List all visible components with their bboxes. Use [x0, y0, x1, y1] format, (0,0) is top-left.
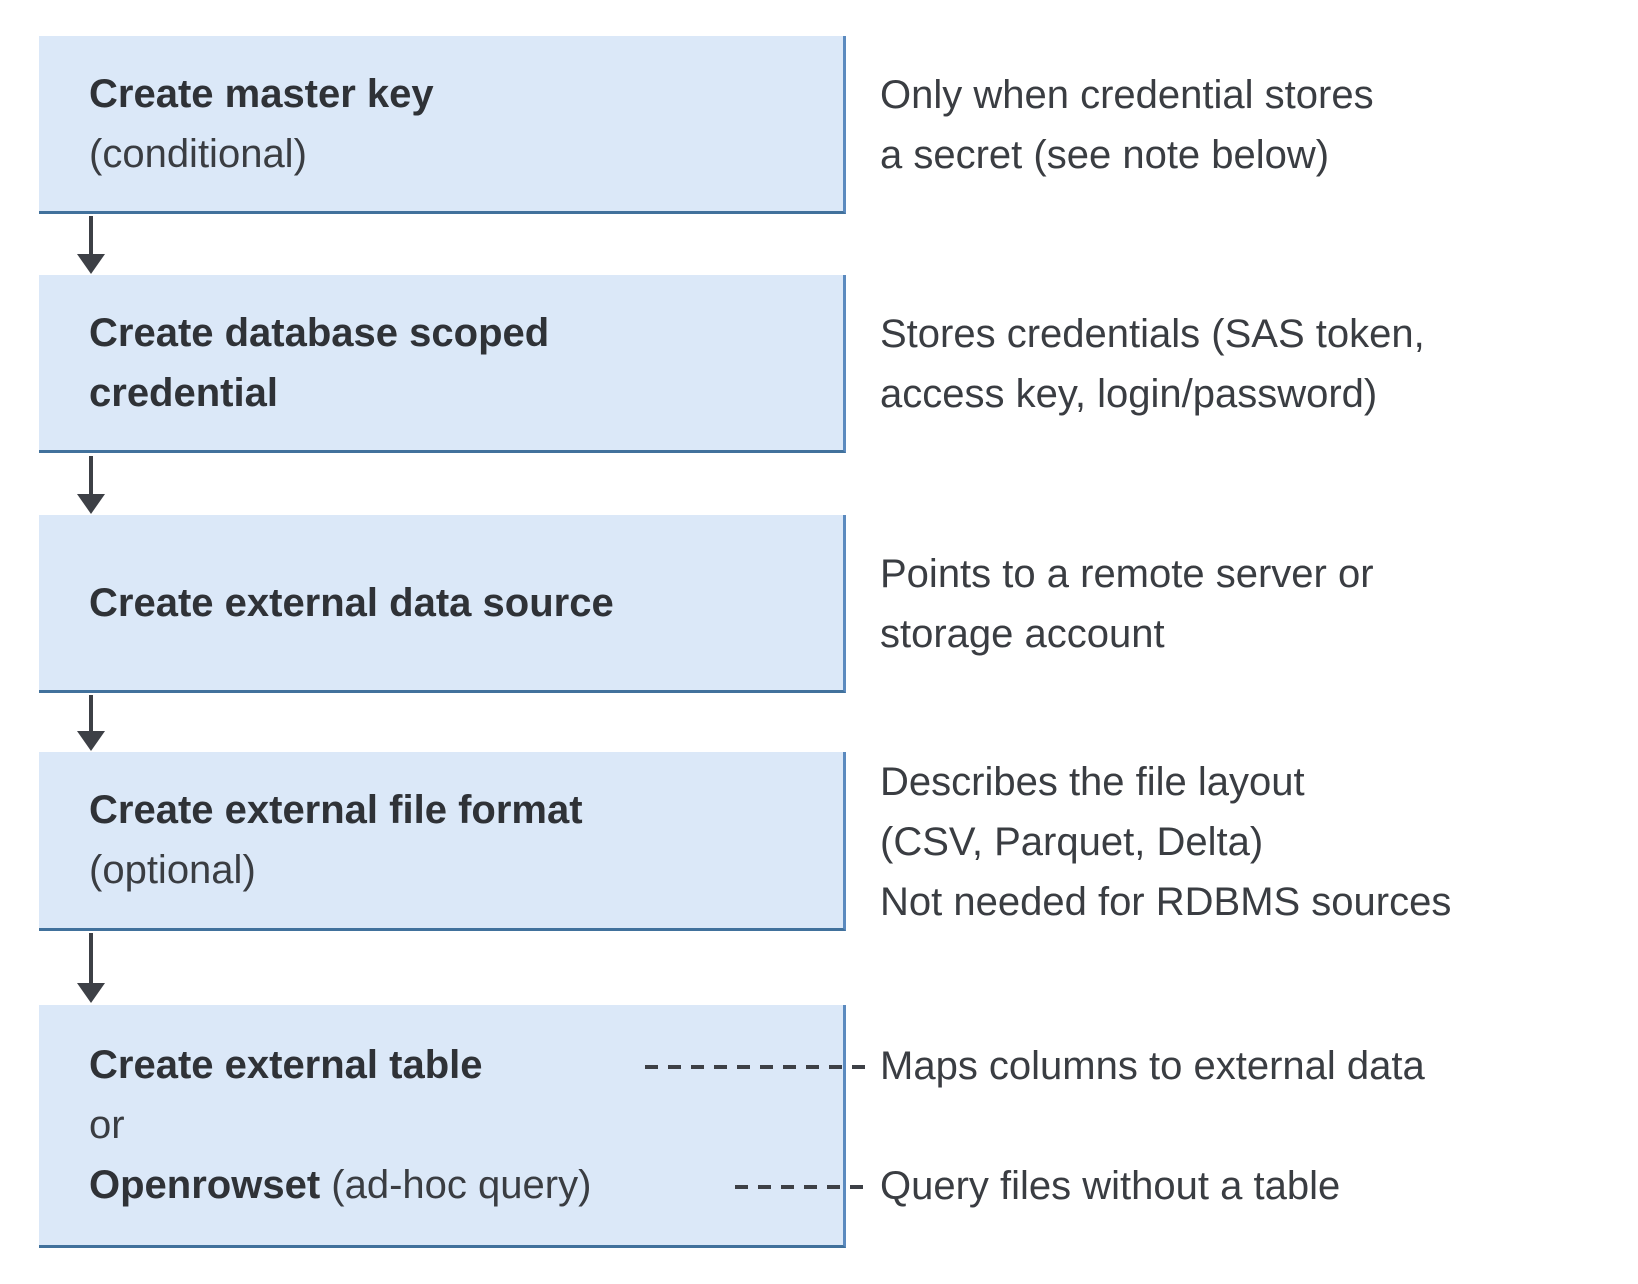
flow-arrow-4 — [77, 933, 105, 1003]
note-line: Describes the file layout — [880, 759, 1305, 804]
note-line: Stores credentials (SAS token, — [880, 312, 1425, 356]
step-note-openrowset: Query files without a table — [880, 1156, 1340, 1216]
step-box-create-external-data-source: Create external data source — [39, 515, 846, 693]
flow-arrow-3 — [77, 695, 105, 751]
arrow-stem — [89, 216, 93, 254]
step-qualifier: (optional) — [89, 848, 256, 892]
note-line: Query files without a table — [880, 1164, 1341, 1208]
note-line: (CSV, Parquet, Delta) — [880, 819, 1264, 864]
dashed-connector-openrowset — [735, 1185, 873, 1189]
note-line: storage account — [880, 612, 1165, 656]
arrow-stem — [89, 933, 93, 983]
note-line: access key, login/password) — [880, 372, 1378, 416]
step-option-create-external-table: Create external table — [89, 1043, 483, 1087]
step-conjunction: or — [89, 1103, 125, 1147]
step-title: Create master key — [89, 71, 434, 116]
step-box-create-database-scoped-credential: Create database scoped credential — [39, 275, 846, 453]
arrow-down-icon — [77, 494, 105, 514]
flow-arrow-1 — [77, 216, 105, 274]
arrow-down-icon — [77, 254, 105, 274]
arrow-stem — [89, 695, 93, 731]
arrow-stem — [89, 456, 93, 494]
note-line: Points to a remote server or — [880, 552, 1374, 596]
openrowset-qualifier: (ad-hoc query) — [320, 1163, 592, 1207]
dashed-connector-external-table — [645, 1065, 873, 1069]
step-title: Create database scoped — [89, 310, 550, 355]
flow-arrow-2 — [77, 456, 105, 514]
step-box-create-master-key: Create master key (conditional) — [39, 36, 846, 214]
arrow-down-icon — [77, 983, 105, 1003]
openrowset-label: Openrowset — [89, 1163, 321, 1207]
note-line: Not needed for RDBMS sources — [880, 879, 1452, 924]
step-qualifier: (conditional) — [89, 131, 307, 176]
step-note-external-file-format: Describes the file layout (CSV, Parquet,… — [880, 752, 1451, 931]
note-line: Only when credential stores — [880, 73, 1374, 117]
arrow-down-icon — [77, 731, 105, 751]
note-line: a secret (see note below) — [880, 133, 1330, 177]
step-title: credential — [89, 370, 278, 415]
step-option-openrowset: Openrowset (ad-hoc query) — [89, 1155, 827, 1215]
step-note-database-scoped-credential: Stores credentials (SAS token, access ke… — [880, 275, 1425, 453]
step-box-create-external-table-or-openrowset: Create external table or Openrowset (ad-… — [39, 1005, 846, 1248]
step-title: Create external data source — [89, 580, 614, 625]
step-note-master-key: Only when credential stores a secret (se… — [880, 36, 1374, 214]
step-title: Create external file format — [89, 788, 583, 832]
step-note-external-data-source: Points to a remote server or storage acc… — [880, 515, 1374, 693]
note-line: Maps columns to external data — [880, 1044, 1425, 1088]
step-box-create-external-file-format: Create external file format (optional) — [39, 752, 846, 931]
step-note-external-table: Maps columns to external data — [880, 1036, 1425, 1096]
